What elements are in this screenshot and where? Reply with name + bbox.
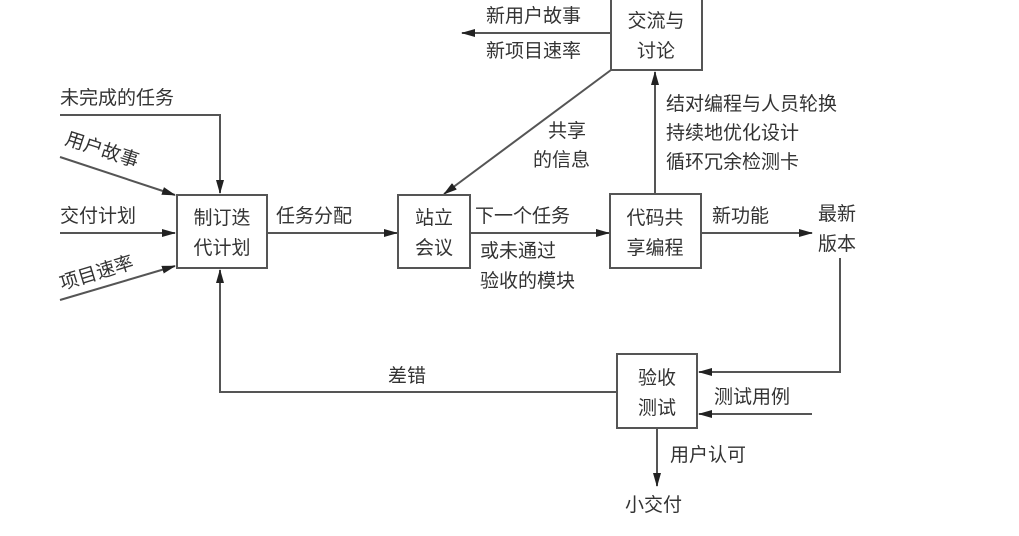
arrow-bugs <box>216 269 617 393</box>
label-stories: 用户故事 <box>62 128 141 172</box>
node-plan-line1: 制订迭 <box>193 207 250 229</box>
label-new-feature: 新功能 <box>712 205 769 227</box>
label-test-cases: 测试用例 <box>714 386 790 408</box>
node-accept: 验收 测试 <box>616 353 698 429</box>
arrow-shared-info <box>443 69 612 195</box>
node-pair-line2: 享编程 <box>626 237 683 259</box>
label-next-task: 下一个任务 <box>475 205 570 227</box>
label-small-release: 小交付 <box>625 494 682 516</box>
label-user-approval: 用户认可 <box>670 444 746 466</box>
label-latest-version-1: 最新 <box>818 203 856 225</box>
node-discuss-line2: 讨论 <box>637 40 675 62</box>
label-practice-3: 循环冗余检测卡 <box>666 151 799 173</box>
label-release-plan: 交付计划 <box>60 205 136 227</box>
node-plan: 制订迭 代计划 <box>176 194 268 269</box>
arrow-velocity <box>59 265 176 301</box>
node-standup-line2: 会议 <box>415 237 453 259</box>
node-standup-line1: 站立 <box>415 207 453 229</box>
label-new-stories: 新用户故事 <box>486 5 581 27</box>
node-pair: 代码共 享编程 <box>609 193 702 269</box>
label-unfinished: 未完成的任务 <box>60 87 174 109</box>
node-accept-line2: 测试 <box>638 397 676 419</box>
label-bugs: 差错 <box>388 365 426 387</box>
label-shared-info-1: 共享 <box>548 120 586 142</box>
node-discuss-line1: 交流与 <box>627 10 684 32</box>
label-shared-info-2: 的信息 <box>533 149 590 171</box>
node-accept-line1: 验收 <box>638 367 676 389</box>
arrow-unfinished <box>60 114 224 194</box>
label-or-failed-1: 或未通过 <box>480 240 556 262</box>
label-new-velocity: 新项目速率 <box>486 40 581 62</box>
label-practice-2: 持续地优化设计 <box>666 122 799 144</box>
label-task-assign: 任务分配 <box>276 205 352 227</box>
label-practice-1: 结对编程与人员轮换 <box>666 93 837 115</box>
label-or-failed-2: 验收的模块 <box>480 270 575 292</box>
arrow-latest-version <box>698 258 841 376</box>
arrow-stories <box>59 156 176 196</box>
label-latest-version-2: 版本 <box>818 233 856 255</box>
node-standup: 站立 会议 <box>397 194 471 269</box>
node-plan-line2: 代计划 <box>193 237 250 259</box>
node-pair-line1: 代码共 <box>626 207 683 229</box>
node-discuss: 交流与 讨论 <box>610 0 703 71</box>
